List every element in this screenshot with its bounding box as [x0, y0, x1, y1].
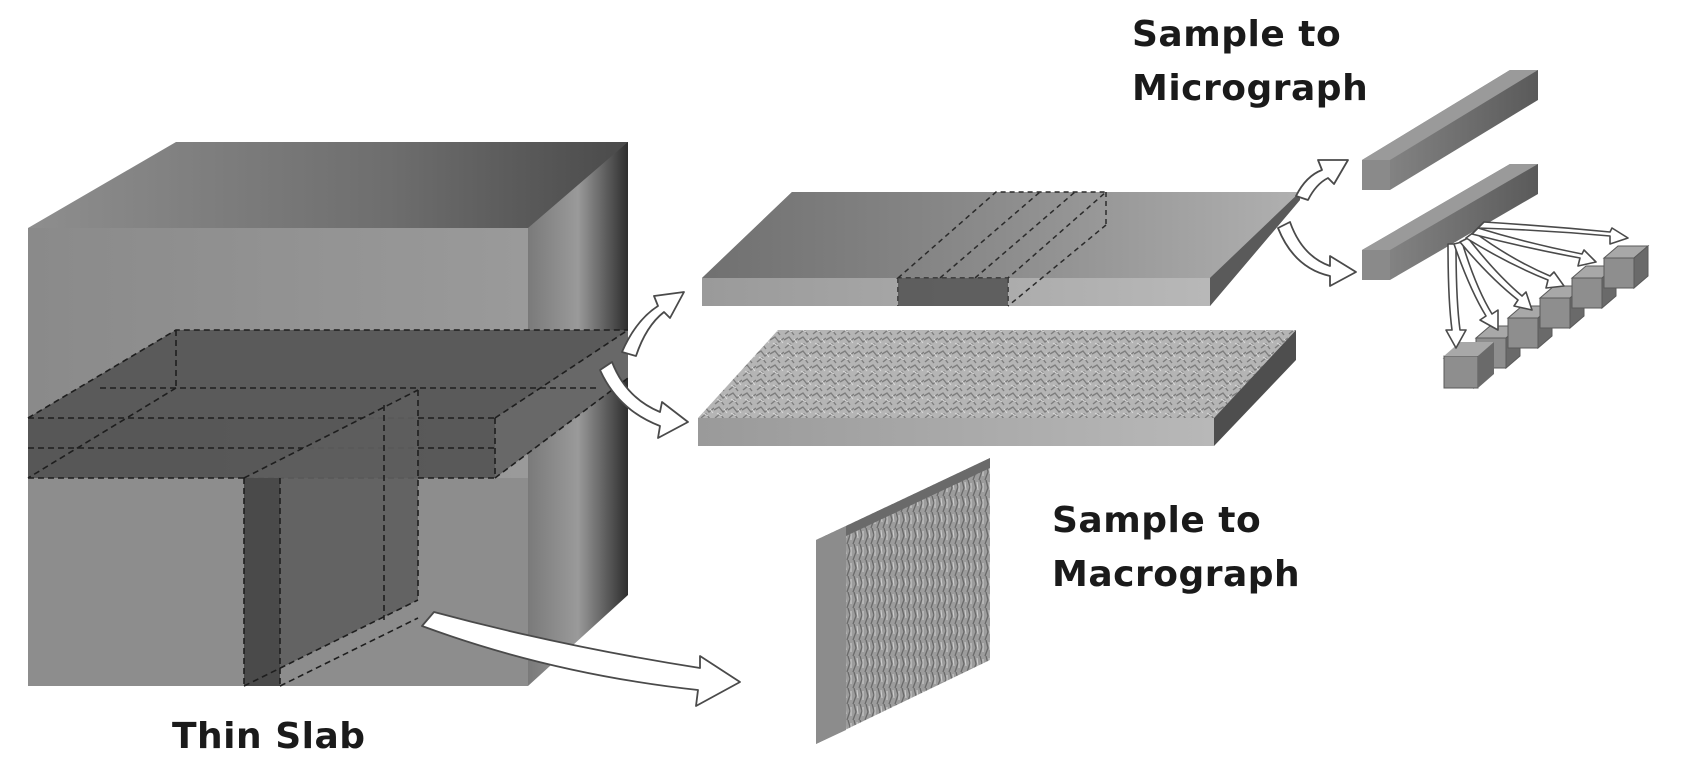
micro-bars — [1362, 70, 1538, 280]
vertical-plate — [816, 458, 990, 744]
vertical-slab — [243, 389, 419, 687]
label-thin-slab-text: Thin Slab — [172, 716, 366, 757]
label-sample-to-macrograph: Sample to Macrograph — [1052, 494, 1300, 602]
label-micrograph-line2: Micrograph — [1132, 68, 1369, 109]
label-micrograph-line1: Sample to — [1132, 14, 1342, 55]
block-top-face — [28, 142, 628, 228]
arrow-to-textured-plate — [599, 361, 689, 439]
arrow-to-lower-bar — [1277, 221, 1357, 287]
fan-arrows — [1445, 221, 1629, 349]
label-thin-slab: Thin Slab — [172, 710, 366, 764]
horizontal-slab — [27, 329, 629, 479]
label-macrograph-line1: Sample to — [1052, 500, 1262, 541]
top-plate — [702, 191, 1300, 307]
arrow-to-top-plate — [621, 291, 685, 357]
arrow-to-upper-bar — [1295, 159, 1349, 201]
front-cube — [1443, 342, 1494, 389]
label-sample-to-micrograph: Sample to Micrograph — [1132, 8, 1368, 116]
textured-plate — [698, 330, 1296, 446]
label-macrograph-line2: Macrograph — [1052, 554, 1301, 595]
arrows — [421, 159, 1357, 707]
arrow-to-vertical-plate — [421, 611, 741, 707]
